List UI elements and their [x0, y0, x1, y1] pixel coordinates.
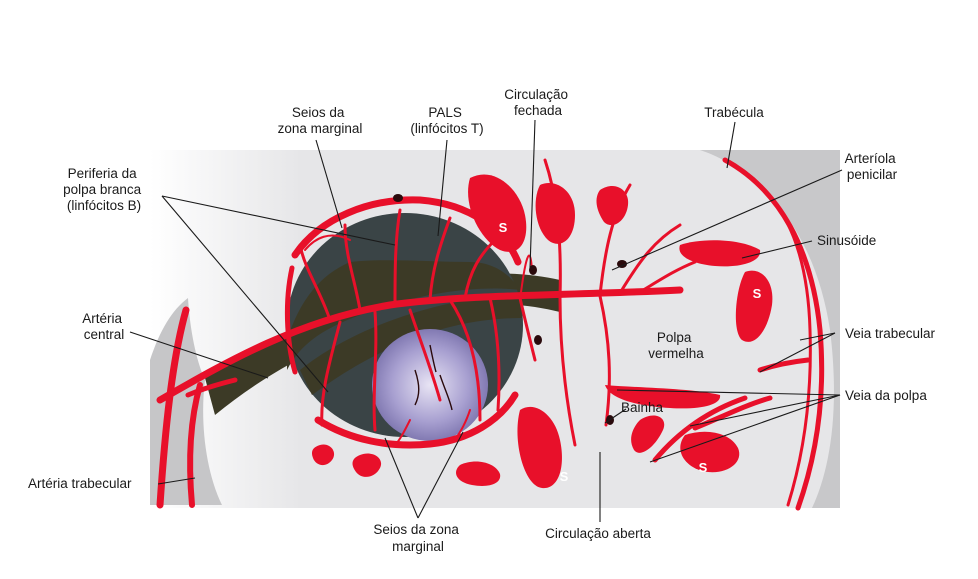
label-veia-da-polpa: Veia da polpa [845, 388, 927, 403]
label-periferia-polpa-branca: Periferia da polpa branca (linfócitos B) [63, 166, 145, 213]
label-pals: PALS (linfócitos T) [410, 105, 483, 136]
label-seios-zona-marginal-bottom: Seios da zona marginal [373, 522, 462, 554]
label-circulacao-aberta: Circulação aberta [545, 526, 651, 541]
sinusoid-letter: S [499, 220, 508, 235]
germinal-center [372, 329, 488, 441]
label-arteria-trabecular: Artéria trabecular [28, 476, 132, 491]
sinusoid-letter: S [753, 286, 762, 301]
vessel-ends [393, 194, 627, 425]
label-sinusoide: Sinusóide [817, 233, 876, 248]
label-circulacao-fechada: Circulação fechada [504, 87, 572, 118]
arteriole-branches [298, 158, 697, 447]
red-pulp-sinusoids [311, 174, 773, 489]
label-polpa-vermelha: Polpa vermelha [648, 330, 704, 361]
labels: Seios da zona marginal PALS (linfócitos … [28, 87, 936, 554]
sinusoid-letters: S S S S [499, 220, 762, 484]
label-trabecula: Trabécula [704, 105, 764, 120]
sinusoid-letter: S [560, 469, 569, 484]
label-bainha: Bainha [621, 400, 664, 415]
label-veia-trabecular: Veia trabecular [845, 326, 936, 341]
central-artery [156, 286, 684, 404]
leader-lines [129, 119, 843, 522]
label-arteriola-penicilar: Arteríola penicilar [845, 151, 900, 182]
label-arteria-central: Artéria central [82, 311, 126, 342]
capsule-right [700, 150, 840, 511]
sinusoid-letter: S [699, 460, 708, 475]
label-seios-zona-marginal-top: Seios da zona marginal [278, 105, 363, 136]
pulp-veins [652, 357, 811, 463]
germinal-vessels [414, 344, 453, 411]
